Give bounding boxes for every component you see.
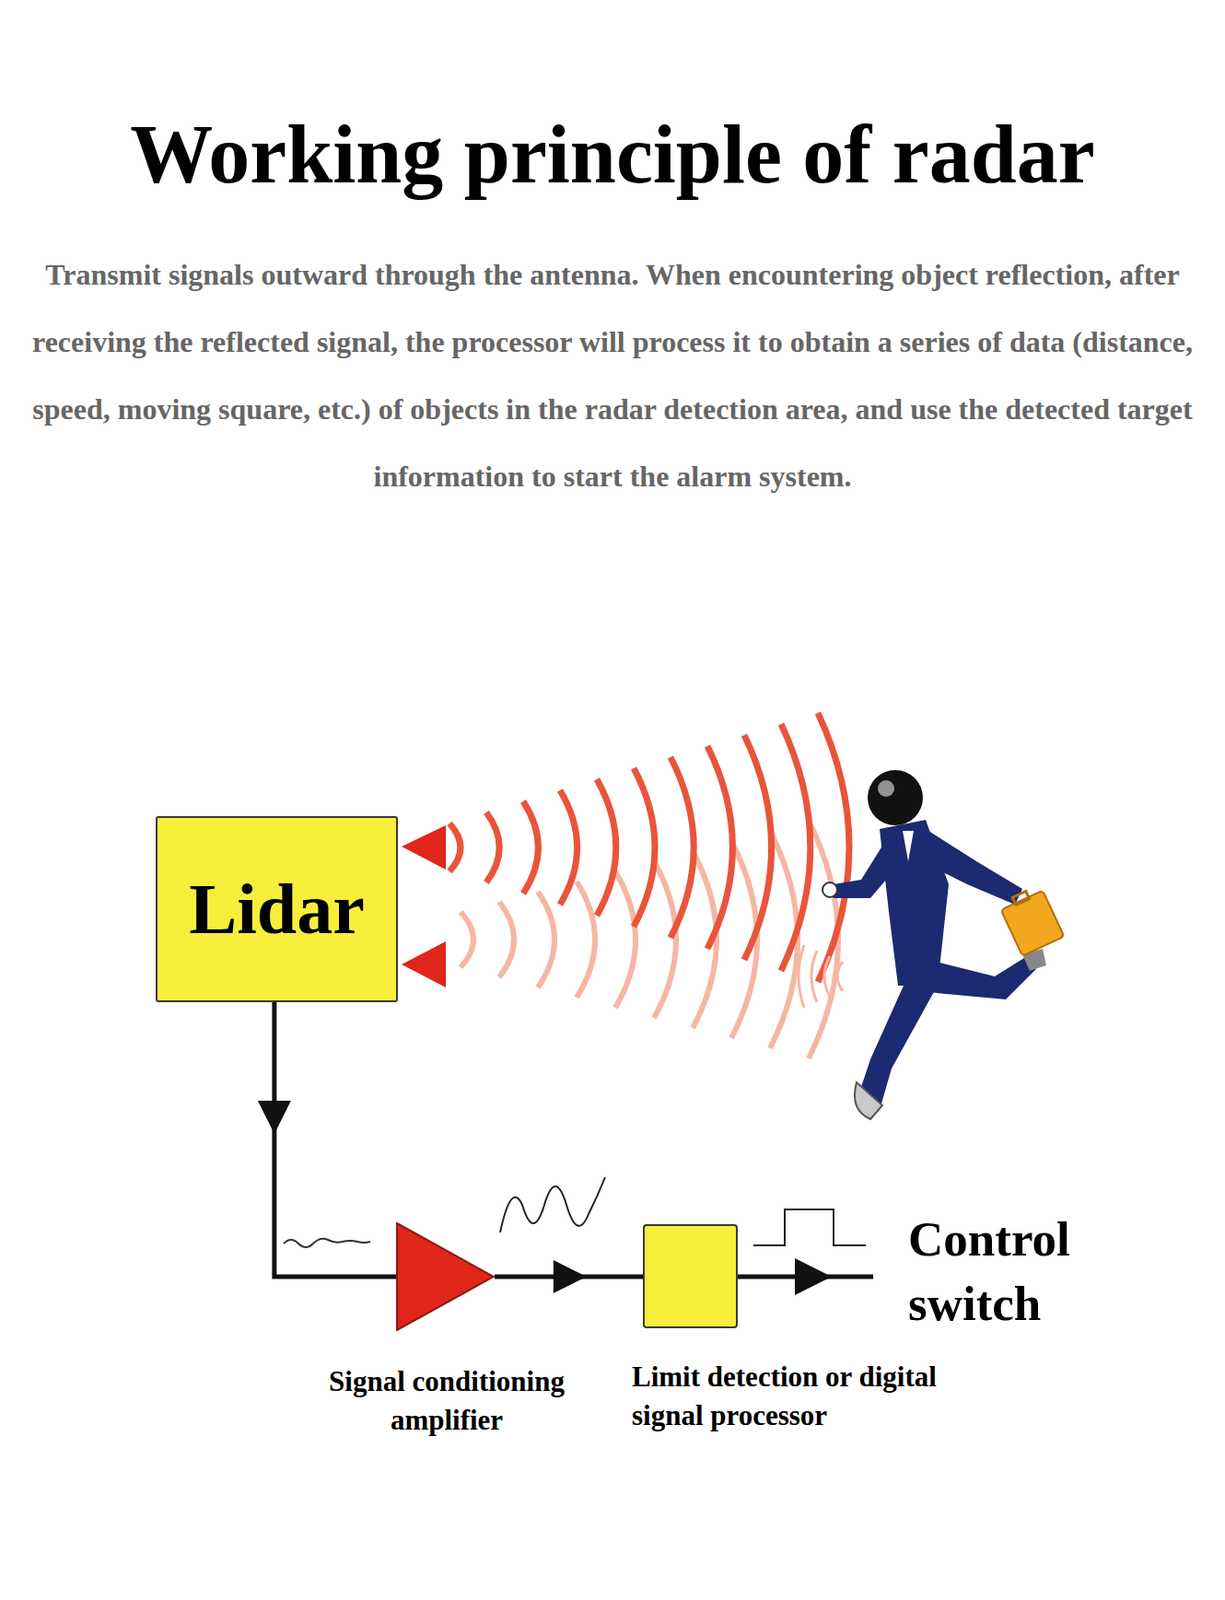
- node-label: Lidar: [188, 867, 365, 951]
- amplified-signal: [500, 1177, 606, 1233]
- diagram-title: Working principle of radar: [0, 99, 1225, 210]
- output-label: Control switch: [908, 1206, 1130, 1336]
- output-arrow: [794, 1258, 832, 1295]
- noisy-signal: [283, 1238, 371, 1248]
- node-caption: Limit detection or digital signal proces…: [631, 1357, 992, 1435]
- emitter-antenna: [401, 941, 446, 988]
- signal-wire: [257, 1002, 397, 1277]
- lidar-box: Lidar: [155, 816, 398, 1003]
- radar-waves: [449, 712, 850, 1059]
- amplifier-symbol: [396, 1222, 495, 1331]
- emitter-antenna: [401, 825, 446, 870]
- pulse-signal: [753, 1209, 866, 1246]
- signal-wire: [494, 1260, 643, 1294]
- amplifier-triangle: Signal conditioning amplifier: [396, 1222, 495, 1331]
- node-caption: Signal conditioning amplifier: [294, 1362, 599, 1440]
- running-person: [822, 770, 1064, 1120]
- processor-box: Limit detection or digital signal proces…: [642, 1224, 738, 1329]
- description-text: Transmit signals outward through the ant…: [13, 241, 1212, 511]
